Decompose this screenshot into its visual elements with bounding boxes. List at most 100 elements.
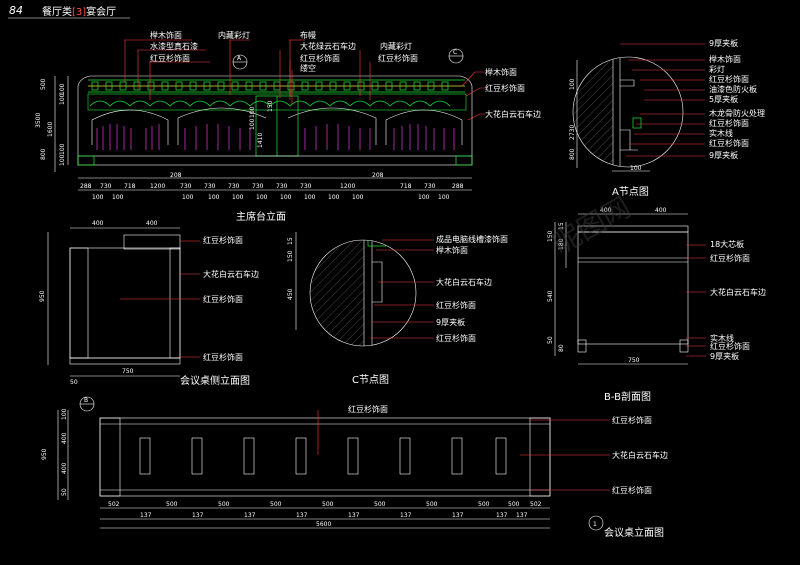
callout-label: 红豆杉饰面 — [150, 53, 190, 63]
svg-text:500: 500 — [40, 78, 47, 90]
svg-text:C: C — [453, 49, 457, 56]
svg-text:137: 137 — [516, 512, 528, 519]
watermark: 昵图网 — [547, 190, 636, 261]
svg-text:红豆杉饰面: 红豆杉饰面 — [436, 300, 476, 310]
svg-text:红豆杉饰面: 红豆杉饰面 — [203, 352, 243, 362]
svg-text:800: 800 — [40, 148, 47, 160]
svg-text:红豆杉饰面: 红豆杉饰面 — [203, 235, 243, 245]
page-number: 84 — [9, 4, 23, 17]
svg-text:730: 730 — [300, 183, 312, 190]
svg-text:100: 100 — [59, 143, 66, 155]
svg-text:1600: 1600 — [47, 122, 54, 137]
svg-text:红豆杉饰面: 红豆杉饰面 — [710, 253, 750, 263]
svg-text:9厚夹板: 9厚夹板 — [709, 38, 738, 48]
detail-c-labels: 成品电脑线槽漆饰面 榉木饰面 大花白云石车边 红豆杉饰面 9厚夹板 红豆杉饰面 — [370, 234, 508, 343]
svg-text:500: 500 — [322, 501, 334, 508]
svg-text:400: 400 — [92, 220, 104, 227]
svg-text:800: 800 — [569, 148, 576, 160]
svg-text:100: 100 — [59, 154, 66, 166]
svg-text:180: 180 — [558, 238, 565, 250]
svg-text:18大芯板: 18大芯板 — [710, 239, 744, 249]
svg-text:2730: 2730 — [569, 125, 576, 140]
svg-text:80: 80 — [558, 344, 565, 352]
svg-text:50: 50 — [547, 336, 554, 344]
front-dims-left: 100 950 400 400 50 — [41, 408, 69, 500]
svg-text:1: 1 — [593, 521, 597, 528]
svg-text:100: 100 — [59, 93, 66, 105]
svg-text:彩灯: 彩灯 — [709, 64, 725, 74]
detail-a: 9厚夹板 榉木饰面 彩灯 红豆杉饰面 油漆色防火板 5厚夹板 木龙骨防火处理 红… — [569, 38, 765, 198]
svg-text:100: 100 — [59, 83, 66, 95]
svg-text:红豆杉饰面: 红豆杉饰面 — [709, 74, 749, 84]
svg-text:100: 100 — [418, 194, 430, 201]
svg-text:730: 730 — [276, 183, 288, 190]
svg-text:137: 137 — [244, 512, 256, 519]
svg-text:100: 100 — [630, 165, 642, 172]
svg-text:150: 150 — [547, 230, 554, 242]
svg-text:137: 137 — [348, 512, 360, 519]
svg-text:5600: 5600 — [316, 521, 331, 528]
svg-text:137: 137 — [452, 512, 464, 519]
svg-text:A: A — [237, 55, 242, 62]
svg-text:450: 450 — [287, 288, 294, 300]
main-dims-centre: 1410 100 100 150 — [249, 100, 274, 148]
svg-text:100: 100 — [249, 118, 256, 130]
svg-text:730: 730 — [180, 183, 192, 190]
svg-text:400: 400 — [146, 220, 158, 227]
svg-text:730: 730 — [204, 183, 216, 190]
svg-text:50: 50 — [61, 488, 68, 496]
svg-text:50: 50 — [70, 379, 78, 386]
svg-text:实木线: 实木线 — [710, 333, 734, 343]
svg-text:红豆杉饰面: 红豆杉饰面 — [203, 294, 243, 304]
svg-text:100: 100 — [304, 194, 316, 201]
section-marker-b[interactable]: B — [79, 396, 95, 412]
svg-text:100: 100 — [328, 194, 340, 201]
svg-text:500: 500 — [426, 501, 438, 508]
section-marker-a[interactable]: A — [232, 54, 248, 70]
svg-text:15: 15 — [287, 237, 294, 245]
page-header: 84 餐厅类[3]宴会厅 — [8, 4, 130, 19]
svg-text:100: 100 — [249, 106, 256, 118]
cornice-dentils — [91, 81, 449, 91]
detail-c-title: C节点图 — [352, 374, 389, 386]
svg-text:137: 137 — [296, 512, 308, 519]
svg-text:502: 502 — [108, 501, 120, 508]
detail-a-dims: 100 2730 800 100 — [569, 60, 650, 172]
svg-text:100: 100 — [208, 194, 220, 201]
svg-text:500: 500 — [166, 501, 178, 508]
svg-text:500: 500 — [478, 501, 490, 508]
svg-text:100: 100 — [438, 194, 450, 201]
svg-text:红豆杉饰面: 红豆杉饰面 — [612, 485, 652, 495]
svg-text:750: 750 — [122, 368, 134, 375]
svg-text:15: 15 — [558, 222, 565, 230]
svg-text:137: 137 — [496, 512, 508, 519]
svg-text:木龙骨防火处理: 木龙骨防火处理 — [709, 108, 765, 118]
svg-text:150: 150 — [267, 100, 274, 112]
svg-text:400: 400 — [600, 207, 612, 214]
svg-text:730: 730 — [424, 183, 436, 190]
svg-text:718: 718 — [400, 183, 412, 190]
svg-text:大花白云石车边: 大花白云石车边 — [710, 287, 766, 297]
svg-text:成品电脑线槽漆饰面: 成品电脑线槽漆饰面 — [436, 234, 508, 244]
svg-text:1410: 1410 — [257, 133, 264, 148]
svg-text:950: 950 — [39, 290, 46, 302]
svg-text:5厚夹板: 5厚夹板 — [709, 94, 738, 104]
svg-text:730: 730 — [100, 183, 112, 190]
main-elevation: 榉木饰面 水漆型真石漆 红豆杉饰面 内藏彩灯 布幔 大花绿云石车边 红豆杉饰面 … — [35, 30, 541, 223]
section-marker-c[interactable]: C — [448, 48, 464, 64]
svg-text:730: 730 — [228, 183, 240, 190]
svg-text:400: 400 — [655, 207, 667, 214]
callout-label: 大花白云石车边 — [485, 109, 541, 119]
svg-text:540: 540 — [547, 290, 554, 302]
svg-text:3500: 3500 — [35, 113, 42, 128]
svg-text:150: 150 — [287, 250, 294, 262]
callout-label: 内藏彩灯 — [218, 30, 250, 40]
main-callouts: 榉木饰面 水漆型真石漆 红豆杉饰面 内藏彩灯 布幔 大花绿云石车边 红豆杉饰面 … — [124, 30, 541, 121]
svg-text:288: 288 — [452, 183, 464, 190]
svg-text:红豆杉饰面: 红豆杉饰面 — [612, 415, 652, 425]
svg-text:9厚夹板: 9厚夹板 — [710, 351, 739, 361]
svg-text:红豆杉饰面: 红豆杉饰面 — [436, 333, 476, 343]
meeting-front-elevation: B 红豆杉饰面 红豆杉饰面 大花白云石车边 红豆杉饰面 100 950 — [41, 396, 668, 539]
svg-text:大花白云石车边: 大花白云石车边 — [612, 450, 668, 460]
